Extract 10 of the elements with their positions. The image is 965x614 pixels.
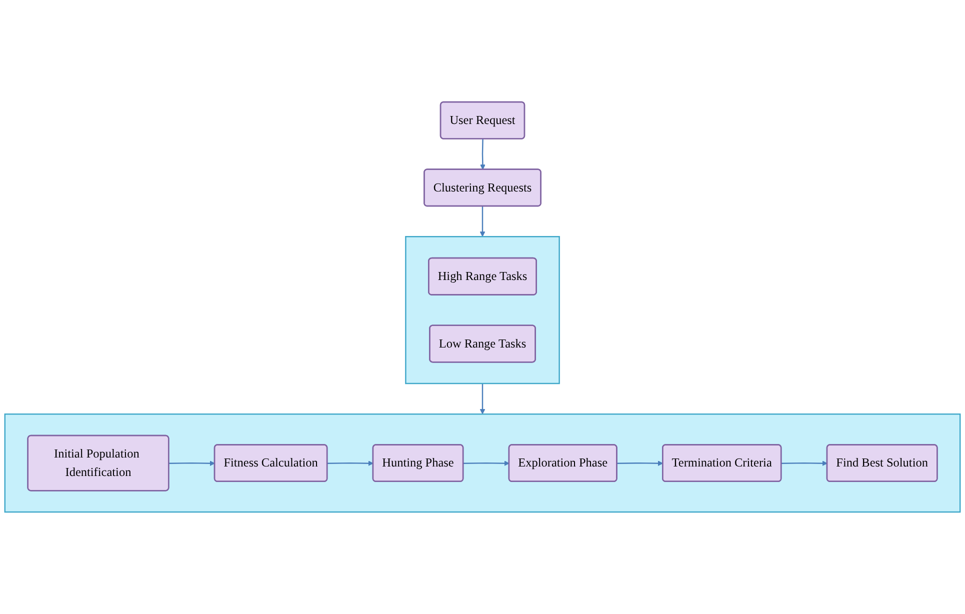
cluster [4,413,961,513]
arrow [480,206,486,237]
arrow [617,460,664,466]
arrow [781,460,828,466]
arrow [168,460,216,466]
cluster [405,236,560,384]
arrow [463,460,510,466]
arrow [480,139,486,170]
arrow [480,384,486,414]
arrow [327,460,374,466]
